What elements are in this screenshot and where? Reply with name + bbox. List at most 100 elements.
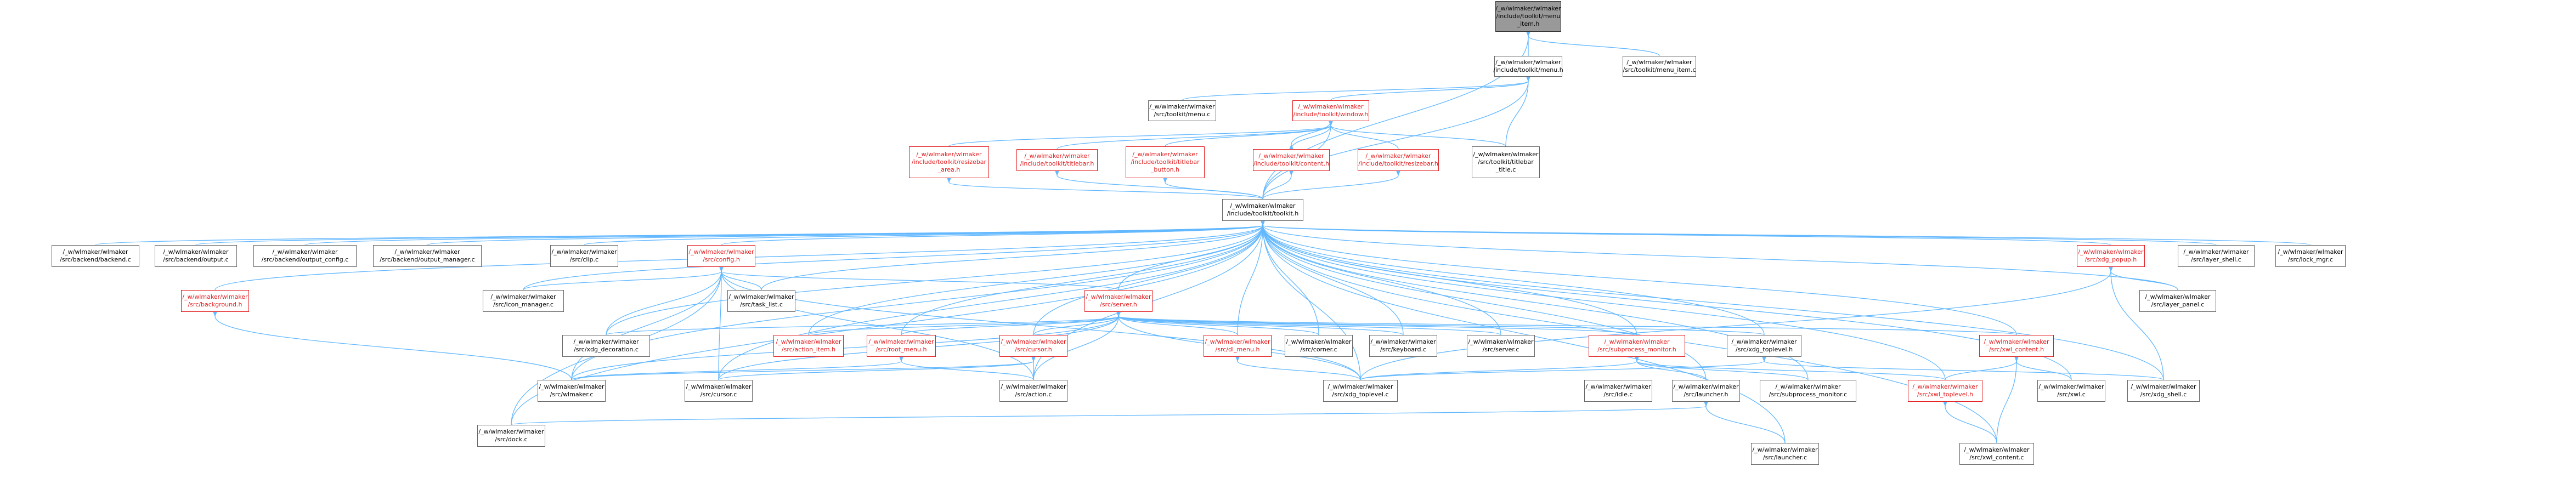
edge-output_c-to-toolkit_h [195, 220, 1266, 246]
edge-dl_menu_h-to-toolkit_h [1237, 220, 1266, 335]
node-label-line: /_w/wlmaker/wlmaker [1258, 152, 1324, 160]
node-label-line: /_w/wlmaker/wlmaker [1912, 383, 1978, 390]
edge-icon_manager_c-to-toolkit_h [523, 220, 1266, 291]
edge-dl_menu_h-to-server_h [1116, 311, 1238, 335]
edge-xdg_toplevel_c-to-toolkit_h [1260, 220, 1361, 380]
node-label-line: /src/subprocess_monitor.c [1769, 391, 1848, 398]
node-titlebar-button-h[interactable]: /_w/wlmaker/wlmaker/include/toolkit/titl… [1126, 146, 1205, 178]
node-label-line: /_w/wlmaker/wlmaker [272, 248, 338, 255]
edge-titlebar_title_c-to-menu_h [1505, 76, 1531, 147]
node-task-list-c[interactable]: /_w/wlmaker/wlmaker/src/task_list.c [727, 290, 795, 312]
node-label-line: /include/toolkit/titlebar [1131, 158, 1200, 166]
edge-xdg_decoration_c-to-config_h [606, 266, 724, 335]
node-xwl-content-h[interactable]: /_w/wlmaker/wlmaker/src/xwl_content.h [1979, 335, 2054, 357]
node-xdg-popup-h[interactable]: /_w/wlmaker/wlmaker/src/xdg_popup.h [2077, 245, 2145, 267]
node-action-c[interactable]: /_w/wlmaker/wlmaker/src/action.c [999, 380, 1067, 402]
node-subprocess-monitor-h[interactable]: /_w/wlmaker/wlmaker/src/subprocess_monit… [1589, 335, 1685, 357]
node-label-line: _title.c [1495, 166, 1516, 173]
node-label-line: /_w/wlmaker/wlmaker [573, 338, 639, 345]
node-action-item-h[interactable]: /_w/wlmaker/wlmaker/src/action_item.h [773, 335, 844, 357]
edge-xwl_toplevel_h-to-toolkit_h [1260, 220, 1946, 380]
node-xwl-content-c[interactable]: /_w/wlmaker/wlmaker/src/xwl_content.c [1959, 443, 2034, 465]
node-cursor-c[interactable]: /_w/wlmaker/wlmaker/src/cursor.c [685, 380, 753, 402]
node-resizebar-h[interactable]: /_w/wlmaker/wlmaker/include/toolkit/resi… [1358, 149, 1439, 171]
edge-cursor_h-to-toolkit_h [1033, 220, 1266, 335]
edge-xdg_toplevel_c-to-subprocess_monitor_h [1360, 356, 1640, 380]
node-cursor-h[interactable]: /_w/wlmaker/wlmaker/src/cursor.h [999, 335, 1067, 357]
node-label-line: /src/launcher.c [1762, 454, 1807, 461]
node-clip-c[interactable]: /_w/wlmaker/wlmaker/src/clip.c [550, 245, 618, 267]
edge-action_c-to-server_h [1033, 311, 1121, 380]
node-label-line: /src/xdg_shell.c [2140, 391, 2187, 398]
node-label-line: /include/toolkit/window.h [1293, 111, 1369, 118]
node-menu-h[interactable]: /_w/wlmaker/wlmaker/include/toolkit/menu… [1493, 56, 1563, 77]
node-backend-c[interactable]: /_w/wlmaker/wlmaker/src/backend/backend.… [52, 245, 139, 267]
node-config-h[interactable]: /_w/wlmaker/wlmaker/src/config.h [687, 245, 755, 267]
dependency-edges [95, 31, 2311, 443]
node-label-line: /src/xwl_content.c [1969, 454, 2024, 461]
node-background-h[interactable]: /_w/wlmaker/wlmaker/src/background.h [181, 290, 249, 312]
node-label-line: /src/lock_mgr.c [2288, 256, 2333, 263]
node-xwl-toplevel-h[interactable]: /_w/wlmaker/wlmaker/src/xwl_toplevel.h [1908, 380, 1982, 402]
node-label-line: /_w/wlmaker/wlmaker [2145, 293, 2211, 300]
node-root-menu-h[interactable]: /_w/wlmaker/wlmaker/src/root_menu.h [867, 335, 936, 357]
node-server-c[interactable]: /_w/wlmaker/wlmaker/src/server.c [1467, 335, 1535, 357]
node-launcher-h[interactable]: /_w/wlmaker/wlmaker/src/launcher.h [1672, 380, 1740, 402]
node-label-line: /src/background.h [188, 301, 242, 308]
node-keyboard-c[interactable]: /_w/wlmaker/wlmaker/src/keyboard.c [1369, 335, 1437, 357]
node-label-line: /src/layer_panel.c [2151, 301, 2205, 308]
edge-toolkit_h-to-resizebar_area_h [946, 177, 1263, 200]
node-dock-c[interactable]: /_w/wlmaker/wlmaker/src/dock.c [477, 425, 545, 447]
node-xwl-c[interactable]: /_w/wlmaker/wlmaker/src/xwl.c [2037, 380, 2105, 402]
node-xdg-decoration-c[interactable]: /_w/wlmaker/wlmaker/src/xdg_decoration.c [562, 335, 650, 357]
node-resizebar-area-h[interactable]: /_w/wlmaker/wlmaker/include/toolkit/resi… [909, 146, 989, 178]
node-label-line: /_w/wlmaker/wlmaker [868, 338, 934, 345]
node-output-c[interactable]: /_w/wlmaker/wlmaker/src/backend/output.c [155, 245, 237, 267]
node-label-line: /src/xwl_toplevel.h [1917, 391, 1974, 398]
edge-corner_c-to-toolkit_h [1260, 220, 1319, 335]
node-window-h[interactable]: /_w/wlmaker/wlmaker/include/toolkit/wind… [1292, 100, 1369, 121]
node-content-h[interactable]: /_w/wlmaker/wlmaker/include/toolkit/cont… [1253, 149, 1330, 171]
node-layer-panel-c[interactable]: /_w/wlmaker/wlmaker/src/layer_panel.c [2139, 290, 2216, 312]
edge-layer_panel_c-to-toolkit_h [1260, 220, 2178, 291]
node-menu-item-c[interactable]: /_w/wlmaker/wlmaker/src/toolkit/menu_ite… [1623, 56, 1696, 77]
node-dl-menu-h[interactable]: /_w/wlmaker/wlmaker/src/dl_menu.h [1204, 335, 1272, 357]
node-output-config-c[interactable]: /_w/wlmaker/wlmaker/src/backend/output_c… [253, 245, 357, 267]
edge-window_h-to-content_h [1289, 121, 1331, 150]
node-label-line: /_w/wlmaker/wlmaker [1205, 338, 1270, 345]
edge-wlmaker_c-to-cursor_h [571, 356, 1036, 380]
node-icon-manager-c[interactable]: /_w/wlmaker/wlmaker/src/icon_manager.c [483, 290, 564, 312]
node-label-line: /_w/wlmaker/wlmaker [688, 248, 754, 255]
node-corner-c[interactable]: /_w/wlmaker/wlmaker/src/corner.c [1285, 335, 1353, 357]
node-menu-c[interactable]: /_w/wlmaker/wlmaker/src/toolkit/menu.c [1148, 100, 1216, 121]
edge-action_item_h-to-server_h [808, 311, 1121, 335]
node-label-line: /include/toolkit/menu [1496, 13, 1561, 20]
node-xdg-shell-c[interactable]: /_w/wlmaker/wlmaker/src/xdg_shell.c [2127, 380, 2200, 402]
node-label-line: /_w/wlmaker/wlmaker [1086, 293, 1151, 300]
node-titlebar-h[interactable]: /_w/wlmaker/wlmaker/include/toolkit/titl… [1016, 149, 1098, 171]
node-launcher-c[interactable]: /_w/wlmaker/wlmaker/src/launcher.c [1751, 443, 1819, 465]
node-xdg-toplevel-h[interactable]: /_w/wlmaker/wlmaker/src/xdg_toplevel.h [1727, 335, 1801, 357]
node-label-line: /src/xwl.c [2057, 391, 2086, 398]
node-label-line: /include/toolkit/resizebar.h [1358, 160, 1438, 167]
node-label-line: /_w/wlmaker/wlmaker [1298, 103, 1364, 110]
edge-task_list_c-to-toolkit_h [761, 220, 1266, 291]
node-toolkit-h[interactable]: /_w/wlmaker/wlmaker/include/toolkit/tool… [1222, 199, 1303, 221]
node-server-h[interactable]: /_w/wlmaker/wlmaker/src/server.h [1084, 290, 1153, 312]
node-wlmaker-c[interactable]: /_w/wlmaker/wlmaker/src/wlmaker.c [538, 380, 606, 402]
node-layer-shell-c[interactable]: /_w/wlmaker/wlmaker/src/layer_shell.c [2178, 245, 2255, 267]
node-subprocess-monitor-c[interactable]: /_w/wlmaker/wlmaker/src/subprocess_monit… [1760, 380, 1856, 402]
edge-xdg_toplevel_c-to-xdg_popup_h [1360, 266, 2114, 380]
node-xdg-toplevel-c[interactable]: /_w/wlmaker/wlmaker/src/xdg_toplevel.c [1323, 380, 1398, 402]
node-label-line: /_w/wlmaker/wlmaker [490, 293, 556, 300]
node-label-line: /include/toolkit/menu.h [1493, 66, 1563, 73]
node-label-line: /_w/wlmaker/wlmaker [539, 383, 605, 390]
node-idle-c[interactable]: /_w/wlmaker/wlmaker/src/idle.c [1584, 380, 1652, 402]
node-output-manager-c[interactable]: /_w/wlmaker/wlmaker/src/backend/output_m… [373, 245, 482, 267]
edge-layer_panel_c-to-xdg_popup_h [2108, 266, 2178, 291]
node-lock-mgr-c[interactable]: /_w/wlmaker/wlmaker/src/lock_mgr.c [2275, 245, 2346, 267]
node-titlebar-title-c[interactable]: /_w/wlmaker/wlmaker/src/toolkit/titlebar… [1472, 146, 1540, 178]
edge-clip_c-to-toolkit_h [584, 220, 1266, 246]
edge-wlmaker_c-to-config_h [571, 266, 724, 380]
edge-root_menu_h-to-server_h [901, 311, 1121, 335]
